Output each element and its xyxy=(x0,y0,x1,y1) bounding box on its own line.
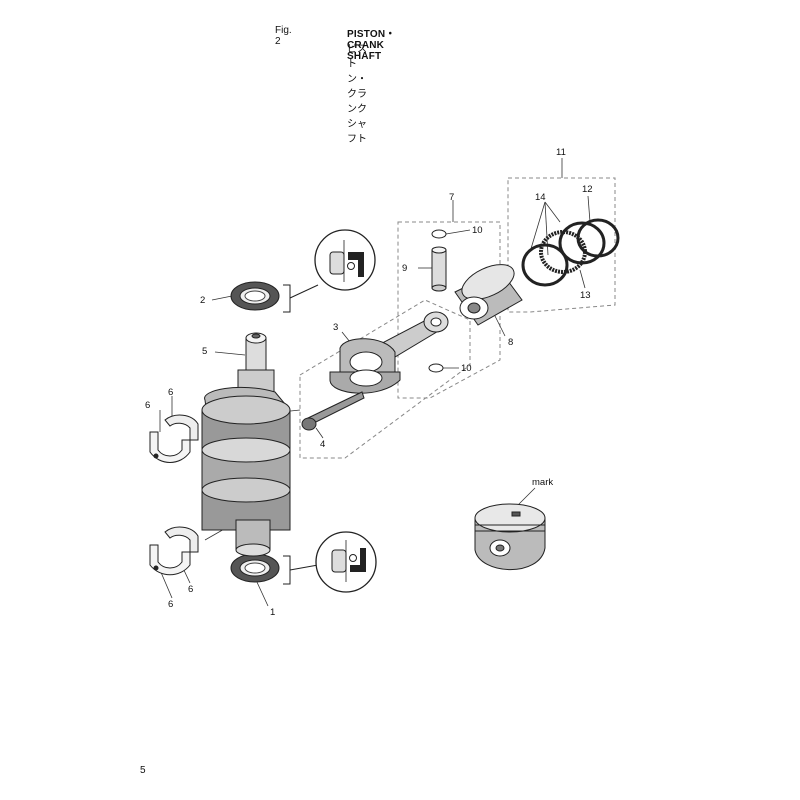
callout-labels: 1 2 3 4 5 6 6 6 6 7 8 9 10 10 11 12 13 1… xyxy=(145,147,593,618)
callout-12: 12 xyxy=(582,184,593,195)
callout-10-bottom: 10 xyxy=(461,363,472,374)
main-bearing-upper xyxy=(149,414,199,463)
callout-2: 2 xyxy=(200,295,205,306)
callout-6-d: 6 xyxy=(168,599,173,610)
piston-pin-clip-bottom xyxy=(428,363,444,373)
callout-11: 11 xyxy=(556,147,566,158)
piston xyxy=(454,264,523,326)
figure-label: Fig. 2 xyxy=(275,25,292,47)
connecting-rod xyxy=(329,311,449,394)
piston-pin xyxy=(431,246,447,292)
main-bearing-lower xyxy=(149,526,199,576)
detail-circle-upper-seal xyxy=(283,229,376,313)
crankshaft xyxy=(201,332,291,557)
piston-pin-clip-top xyxy=(431,229,447,239)
callout-9: 9 xyxy=(402,263,407,274)
callout-14: 14 xyxy=(535,192,546,203)
conrod-bolt xyxy=(301,391,365,431)
group-box-piston-rings xyxy=(507,177,616,313)
callout-8: 8 xyxy=(508,337,513,348)
title-english: PISTON・CRANK SHAFT xyxy=(347,29,396,62)
callout-3: 3 xyxy=(333,322,338,333)
title-japanese: ピストン・クランクシャフト xyxy=(347,44,367,145)
callout-7: 7 xyxy=(449,192,454,203)
oil-seal-upper xyxy=(230,281,280,311)
callout-10-top: 10 xyxy=(472,225,483,236)
piston-rings xyxy=(521,218,620,287)
callout-5: 5 xyxy=(202,346,207,357)
callout-1: 1 xyxy=(270,607,275,618)
callout-6-a: 6 xyxy=(145,400,150,411)
oil-seal-lower xyxy=(230,553,280,583)
callout-6-c: 6 xyxy=(188,584,193,595)
group-box-connecting-rod xyxy=(299,299,471,459)
callout-13: 13 xyxy=(580,290,591,301)
piston-with-mark xyxy=(474,503,546,570)
detail-circle-lower-seal xyxy=(283,531,377,593)
page-number: 5 xyxy=(140,765,146,776)
callout-4: 4 xyxy=(320,439,325,450)
group-box-piston xyxy=(397,221,501,399)
callout-6-b: 6 xyxy=(168,387,173,398)
callout-mark: mark xyxy=(532,477,553,488)
